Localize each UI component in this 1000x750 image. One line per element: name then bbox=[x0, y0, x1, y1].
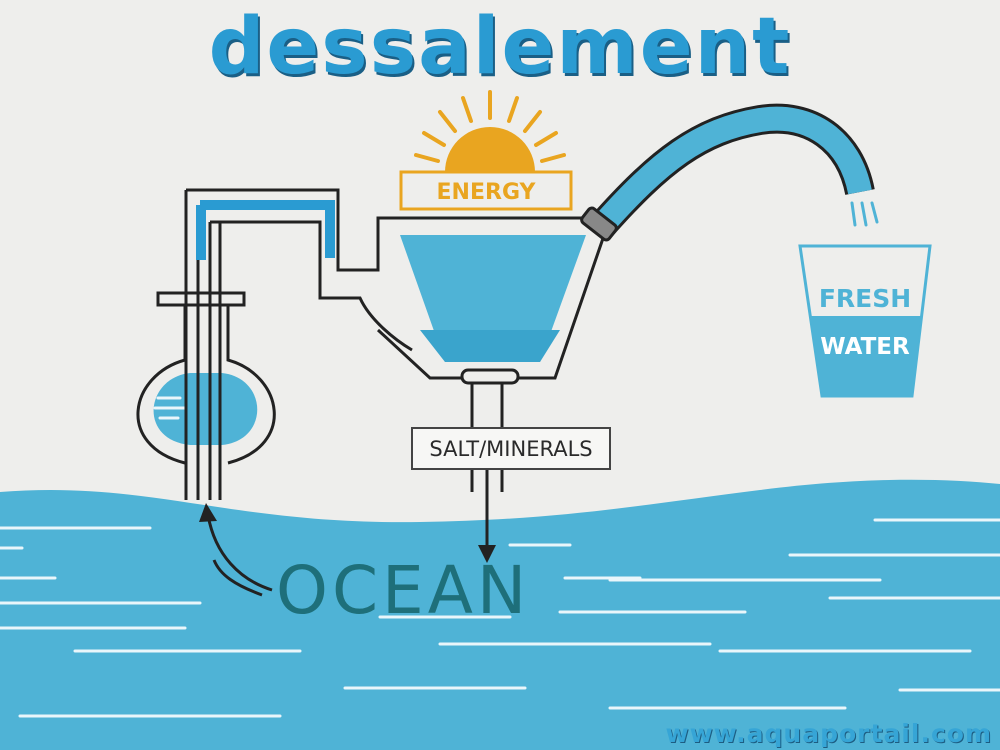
water-label: WATER bbox=[820, 334, 910, 360]
evaporation-chamber bbox=[376, 216, 613, 385]
intake-arrow bbox=[199, 503, 273, 597]
ocean-wave-lines bbox=[0, 518, 1000, 718]
energy-label-box: ENERGY bbox=[399, 170, 573, 211]
flask bbox=[136, 291, 276, 465]
water-drops bbox=[850, 201, 879, 227]
ocean-label: OCEAN bbox=[276, 552, 530, 629]
energy-label: ENERGY bbox=[437, 180, 537, 205]
fresh-water-pipe bbox=[580, 103, 879, 242]
sun-icon bbox=[414, 90, 566, 172]
fresh-label: FRESH bbox=[819, 284, 911, 313]
salt-minerals-label: SALT/MINERALS bbox=[429, 437, 592, 461]
ocean bbox=[0, 479, 1000, 750]
page-title: dessalement bbox=[208, 2, 792, 92]
salt-drain: SALT/MINERALS bbox=[411, 383, 611, 563]
watermark: www.aquaportail.com bbox=[665, 719, 992, 748]
fresh-water-glass: FRESH WATER bbox=[798, 244, 932, 398]
